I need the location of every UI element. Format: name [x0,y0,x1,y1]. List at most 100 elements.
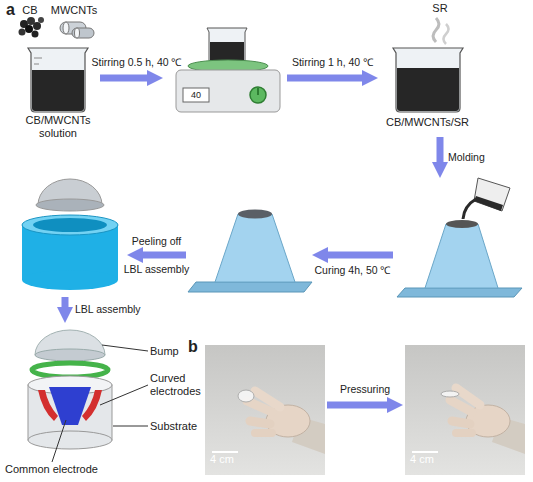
stage-text: 40 [183,89,209,102]
cone-mold-part [215,214,295,282]
stage-illustration [188,195,310,295]
stage-illustration: 4 cm [205,345,325,475]
pouring-into-mold-part [463,199,476,219]
pouring-into-mold-part [425,224,498,288]
pouring-into-mold-part [397,288,522,297]
stage-illustration: CB/MWCNTs/SR [380,30,475,135]
stage-text: CB/MWCNTs/SR [380,116,475,129]
sensor-exploded-view-part [32,363,108,377]
photo-part [452,421,470,424]
part-label: SR [425,2,455,15]
photo-part [212,451,238,453]
hotplate-stirrer [176,28,280,112]
pouring-into-mold-part [474,196,503,211]
leader-lines-part [52,420,66,462]
stage-illustration: 40 [165,25,285,120]
carbon-black-particles-part [19,29,26,36]
pouring-into-mold-part [446,220,478,228]
photo-part [255,391,280,407]
part-label: Curved electrodes [150,372,210,398]
cone-mold [188,210,312,293]
sensor-exploded-view-part [28,431,112,449]
peeled-cylinder-part [36,199,104,211]
part-label: Common electrode [5,463,115,476]
beaker-part [397,68,459,111]
nanotube-icons [60,22,94,38]
cone-mold-part [238,210,272,219]
step-label: Peeling off LBL assembly [123,227,191,283]
beaker-part [32,70,84,111]
process-arrow [287,75,366,82]
process-arrow [437,137,444,166]
beaker-part [393,48,463,112]
beaker-part [28,48,88,112]
peeled-cylinder-part [22,215,118,235]
process-arrow [100,75,151,82]
sensor-exploded-view-part [35,349,105,361]
step-label: Molding [448,151,508,164]
process-arrow [324,252,393,259]
part-label: MWCNTs [48,4,100,17]
photo-part [441,391,459,397]
process-arrow [62,297,69,311]
leader-lines-part [102,345,148,351]
photo-part [250,421,270,424]
photo-part [238,390,254,402]
photo-part [456,388,480,405]
nanotube-icons-part [75,28,80,38]
carbon-black-particles [19,17,45,38]
stage-illustration: CB/MWCNTs solution [18,40,98,140]
photo [205,345,325,475]
stage-illustration [15,170,125,295]
stage-text: 4 cm [410,453,450,466]
photo-part [255,429,272,437]
beaker [393,18,463,112]
step-label: Stirring 1 h, 40 ℃ [278,56,388,69]
hotplate-stirrer-part [257,88,259,95]
beaker [28,48,88,112]
hotplate-stirrer-part [183,88,209,102]
peeled-cylinder-part [33,218,107,232]
photo-part [405,345,525,475]
photo-part [205,345,325,475]
stage-illustration [395,180,525,298]
panel-letter: b [188,338,208,356]
hotplate-stirrer-part [250,87,266,103]
step-label: Curing 4h, 50 ℃ [303,264,403,277]
carbon-black-particles-part [38,17,44,23]
photo-part [412,451,438,453]
carbon-black-particles-part [33,22,41,30]
stage-text: CB/MWCNTs solution [18,114,98,140]
part-label: Bump [150,345,210,358]
part-label: Substrate [150,420,220,433]
step-label: Pressuring [325,383,405,396]
process-arrow [327,402,391,409]
hotplate-stirrer-part [176,70,280,112]
carbon-black-particles-part [25,25,33,33]
stage-text: 4 cm [210,453,250,466]
beaker-part [433,18,439,42]
beaker-part [34,58,42,64]
step-label: LBL assembly [75,303,155,316]
stage-illustration: 4 cm [405,345,525,475]
leader-lines-part [100,385,148,405]
cone-mold-part [188,282,312,292]
nanotube-icons-part [72,28,94,38]
beaker-part [444,24,449,44]
photo [405,345,525,475]
leader-lines-part [113,426,148,427]
part-label: CB [15,4,45,17]
sensor-exploded-view-part [82,390,102,421]
nanotube-icons-part [63,22,69,34]
peeled-cylinder [22,179,118,290]
peeled-cylinder-part [22,270,118,290]
photo-part [456,429,472,437]
hotplate-stirrer-part [210,42,244,62]
process-arrow [139,252,186,259]
step-label: Stirring 0.5 h, 40 ℃ [82,56,192,69]
stage-illustration [15,325,145,455]
